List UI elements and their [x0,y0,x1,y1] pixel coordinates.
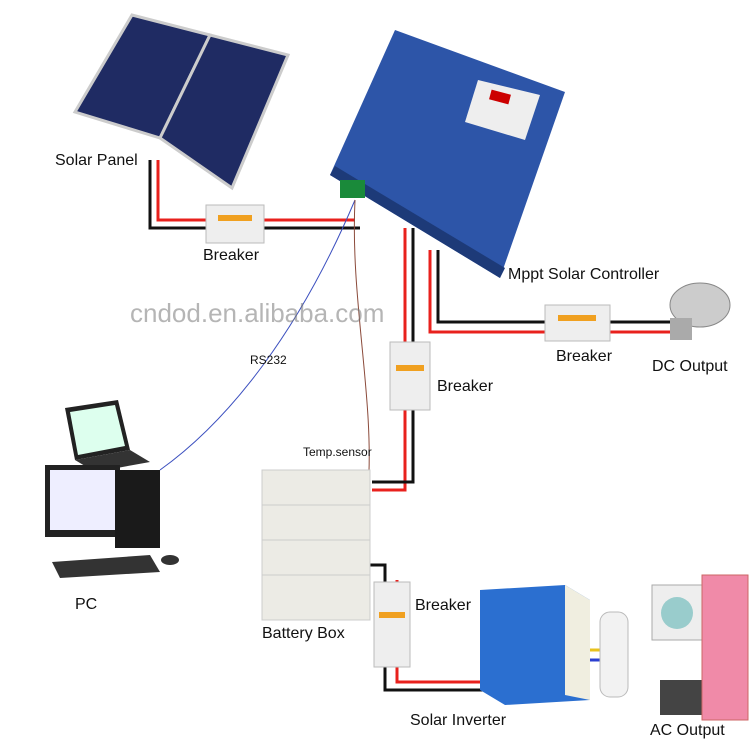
breaker-dc [544,304,611,342]
label-breaker-dc: Breaker [556,348,613,365]
label-inverter: Solar Inverter [410,712,507,729]
pc [45,400,179,578]
label-breaker-battery: Breaker [437,378,494,395]
label-pc: PC [75,596,98,613]
rs232-cable [159,199,356,471]
breaker-inverter [373,581,411,668]
label-solar-panel: Solar Panel [55,152,138,169]
dc-bulb [669,282,731,340]
label-rs232: RS232 [250,353,287,367]
label-battery-box: Battery Box [262,625,345,642]
breaker-pv [205,204,265,244]
mppt-controller [330,30,565,278]
label-breaker-pv: Breaker [203,247,260,264]
label-dc-output: DC Output [652,358,728,375]
ac-loads [599,574,749,721]
breaker-battery [389,341,431,411]
watermark: cndod.en.alibaba.com [130,298,385,328]
label-ac-output: AC Output [650,722,725,739]
label-controller: Mppt Solar Controller [508,266,660,283]
label-breaker-inverter: Breaker [415,597,472,614]
solar-panel [72,13,291,191]
temp-sensor-cable [353,199,370,491]
label-temp-sensor: Temp.sensor [303,445,372,459]
battery-box [261,469,371,621]
solar-inverter [480,585,590,705]
wires [148,160,680,692]
